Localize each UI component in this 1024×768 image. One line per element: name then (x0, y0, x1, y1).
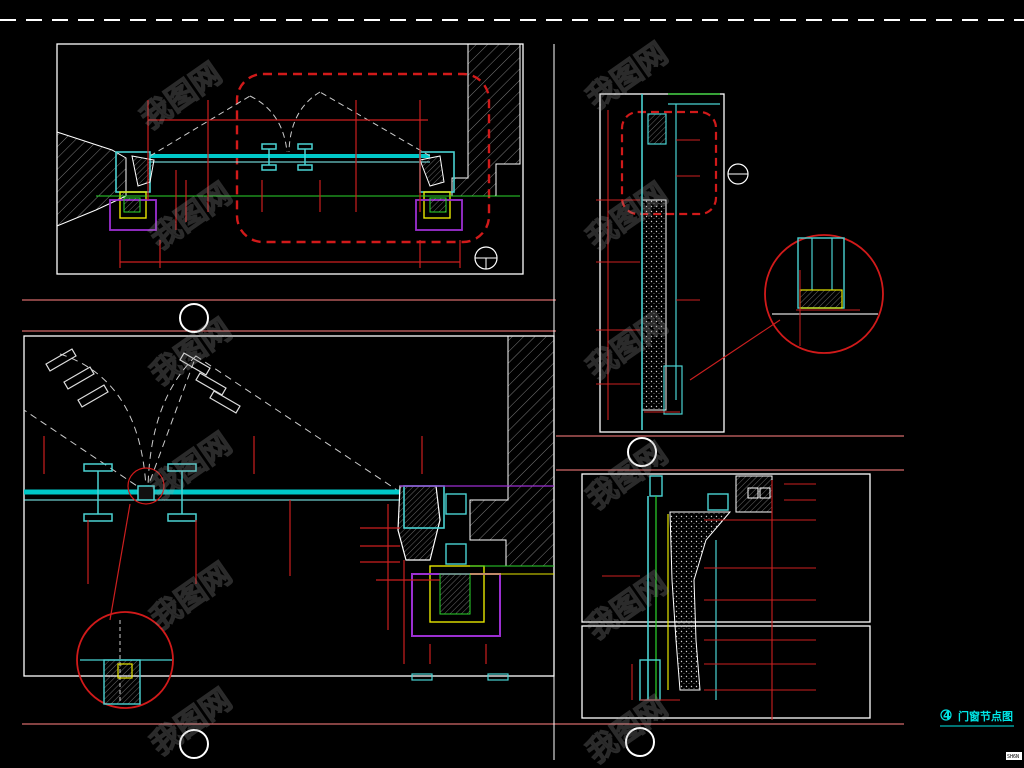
left-plan-detail-bubble (76, 611, 174, 709)
top-plan-wall (451, 43, 521, 197)
watermark-text: 我图网 (145, 556, 239, 636)
right-section-wall-strip (641, 199, 667, 411)
watermark-text: 我图网 (145, 176, 239, 256)
right-section-detail-outline (620, 110, 718, 216)
watermark-text: 我图网 (581, 690, 675, 768)
lower-right-moulding (669, 511, 732, 691)
top-plan-callout-circle (179, 303, 209, 333)
lower-right-frame-bottom (581, 625, 871, 719)
right-section-frame (599, 93, 725, 433)
top-plan-handles (261, 143, 313, 171)
sheet-division-lines (22, 299, 904, 725)
top-plan-view (56, 43, 524, 275)
right-section-detail-content (772, 237, 878, 346)
left-plan-detail-content (80, 620, 172, 705)
right-section-detail-bubble (764, 234, 884, 354)
left-plan-handles (83, 463, 197, 522)
left-plan-frame-profile (397, 485, 554, 637)
left-plan-dimensions (43, 436, 487, 664)
lower-right-frame-top (581, 473, 871, 623)
watermark-text: 我图网 (581, 36, 675, 116)
watermark-text: 我图网 (581, 566, 675, 646)
left-plan-swung-handles (45, 348, 241, 414)
right-section-callout-circle (627, 437, 657, 467)
top-plan-frame (56, 43, 524, 275)
drawing-title: 门窗节点图 (958, 709, 1013, 723)
watermark-text: 我图网 (145, 426, 239, 506)
lower-right-callout-circle (625, 727, 655, 757)
corner-tag: SH6N (1007, 754, 1019, 760)
top-plan-door-swing-left (149, 95, 288, 157)
watermark-text: 我图网 (145, 312, 239, 392)
left-plan-callout-circle (179, 729, 209, 759)
watermark-text: 我图网 (135, 56, 229, 136)
lower-right-section-view (581, 473, 871, 720)
left-plan-door-swing-left (23, 353, 147, 493)
right-section-view (596, 93, 884, 433)
left-plan-wall (469, 335, 555, 567)
top-plan-door-swing-right (288, 91, 431, 157)
lower-right-dimensions (602, 480, 816, 720)
title-marker: 4 (943, 709, 951, 722)
top-plan-dimensions (119, 100, 461, 268)
left-plan-view (23, 335, 555, 709)
right-section-dimensions (596, 110, 781, 420)
drawing-title-block: 4 门窗节点图 SH6N (940, 709, 1022, 760)
